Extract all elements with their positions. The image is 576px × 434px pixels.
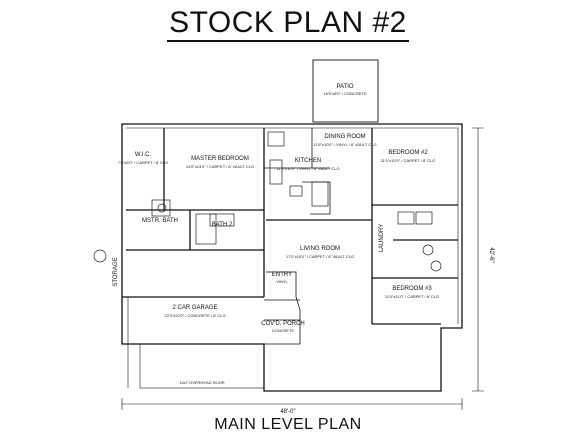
sub-bedroom-2: 11'0"x10'0" / CARPET / 8' CLG xyxy=(381,158,436,163)
label-porch: COV'D. PORCH xyxy=(261,321,304,327)
fridge xyxy=(267,131,285,147)
sub-master-bedroom: 14'0"x13'0" / CARPET / 8' VAULT CLG xyxy=(186,164,254,169)
plan-footer: MAIN LEVEL PLAN xyxy=(214,416,362,433)
label-bedroom-3: BEDROOM #3 xyxy=(392,286,432,292)
label-storage: STORAGE xyxy=(113,257,119,286)
sub-entry: VINYL xyxy=(276,279,288,284)
sub-patio: 16'6"x8'0" / CONCRETE xyxy=(323,91,367,96)
label-wic: W.I.C. xyxy=(135,152,152,158)
label-laundry: LAUNDRY xyxy=(379,224,385,253)
toilet-mstr xyxy=(157,203,167,213)
sub-dining-room: 11'6"x10'0" / VINYL / 8' VAULT CLG xyxy=(313,142,376,147)
dryer xyxy=(415,211,433,225)
walls xyxy=(121,59,463,392)
label-garage: 2 CAR GARAGE xyxy=(172,305,217,311)
label-living-room: LIVING ROOM xyxy=(300,246,340,252)
tub xyxy=(151,199,171,217)
label-kitchen: KITCHEN xyxy=(295,158,321,164)
label-entry: ENTRY xyxy=(272,272,292,278)
dimension-lines xyxy=(121,127,484,410)
sub-living-room: 17'0"x15'0" / CARPET / 8' VAULT CLG xyxy=(286,254,354,259)
vanity xyxy=(209,213,235,227)
label-master-bedroom: MASTER BEDROOM xyxy=(191,156,249,162)
sub-bedroom-3: 11'0"x11'0" / CARPET / 8' CLG xyxy=(385,294,439,299)
label-bath-2: BATH 2 xyxy=(212,222,233,228)
washer xyxy=(397,211,415,225)
label-patio: PATIO xyxy=(336,84,353,90)
label-master-bath: MSTR. BATH xyxy=(142,218,178,224)
label-bedroom-2: BEDROOM #2 xyxy=(388,150,428,156)
label-overhead-door: 16x7 OVERHEAD DOOR xyxy=(179,380,224,385)
room-labels: PATIO 16'6"x8'0" / CONCRETE W.I.C. 7'0"x… xyxy=(113,84,439,385)
sub-wic: 7'0"x6'0" / CARPET / 8' CLG xyxy=(118,160,168,165)
shower xyxy=(195,213,217,245)
range xyxy=(269,159,283,185)
fixtures xyxy=(93,131,442,272)
toilet-bath2 xyxy=(422,244,434,256)
width-dimension: 48'-0" xyxy=(280,409,295,415)
sub-kitchen: 11'6"x10'0" / VINYL / 8' VAULT CLG xyxy=(276,166,339,171)
sub-garage: 22'0"x22'0" / CONCRETE / 8' CLG xyxy=(164,313,225,318)
sub-porch: CONCRETE xyxy=(272,328,295,333)
island xyxy=(311,181,329,207)
depth-dimension: 42'-6" xyxy=(488,247,494,262)
garage-door-outline xyxy=(139,343,265,389)
patio-outline xyxy=(312,59,379,123)
plan-title: STOCK PLAN #2 xyxy=(0,6,576,42)
label-dining-room: DINING ROOM xyxy=(324,134,365,140)
water-heater xyxy=(93,249,107,263)
